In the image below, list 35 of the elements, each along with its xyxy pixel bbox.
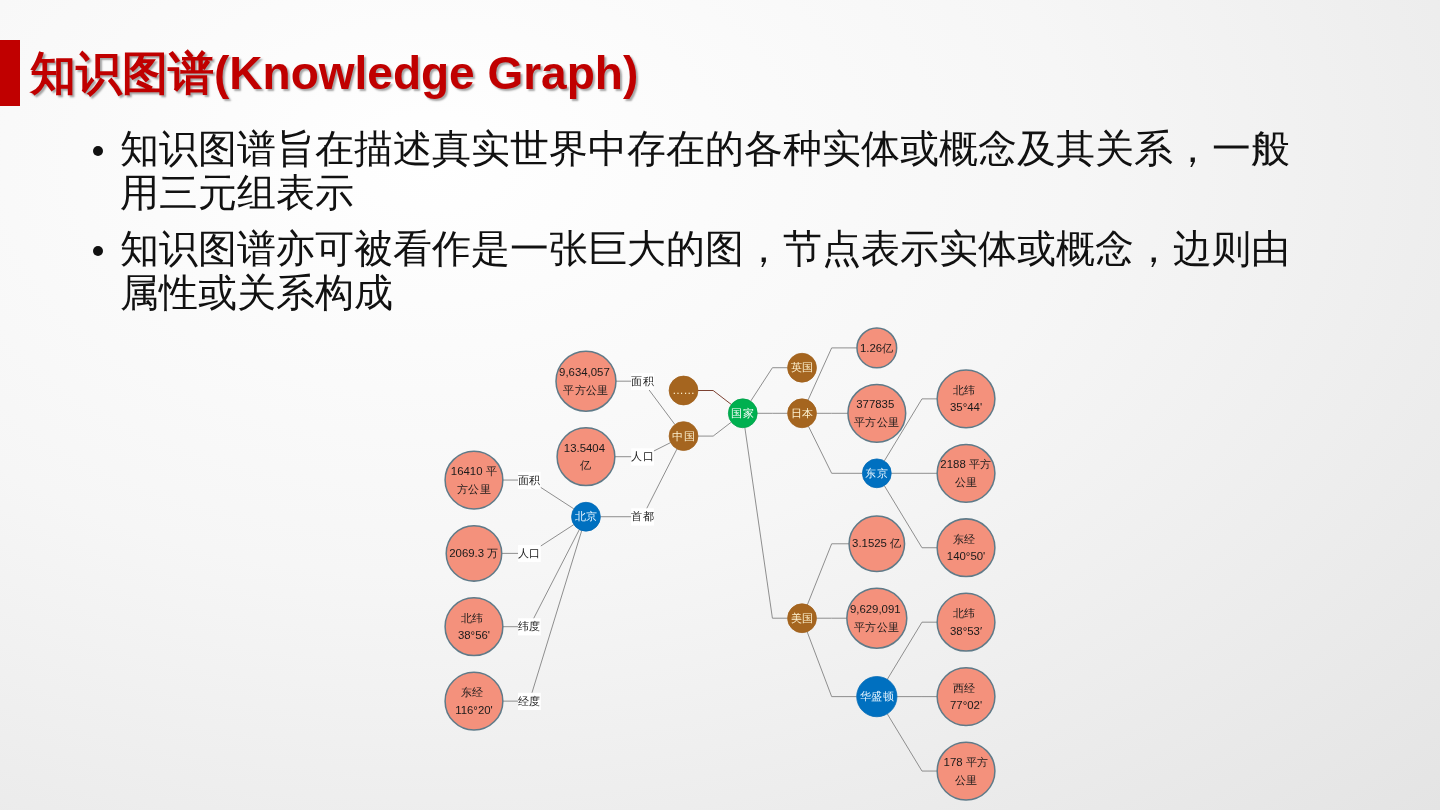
node-circle: 1.26亿 — [856, 327, 898, 369]
edge-label: 人口 — [631, 448, 654, 466]
node-circle: 北纬 38°53′ — [936, 592, 996, 652]
edge-label: 首都 — [631, 508, 654, 526]
edge-label: 面积 — [631, 372, 654, 390]
edge-label: 人口 — [518, 544, 541, 562]
node-circle: 2188 平方公里 — [936, 443, 996, 503]
node-circle: 东经 116°20' — [444, 671, 504, 731]
node-circle: 3.1525 亿 — [848, 515, 906, 573]
node-circle: 9,629,091 平方公里 — [846, 587, 908, 649]
node-circle: 北纬 38°56' — [444, 597, 504, 657]
node-circle: 西经 77°02' — [936, 667, 996, 727]
edge-label: 面积 — [518, 471, 541, 489]
node-circle: 北京 — [571, 501, 601, 532]
node-circle: 中国 — [668, 421, 699, 451]
bullet-text: 知识图谱亦可被看作是一张巨大的图，节点表示实体或概念，边则由属性或关系构成 — [120, 227, 1291, 315]
node-circle: 东经 140°50' — [936, 518, 996, 578]
node-circle: 178 平方公里 — [936, 741, 996, 801]
node-circle: 2069.3 万 — [445, 524, 503, 582]
node-circle: 东京 — [862, 458, 892, 489]
edge-label: 经度 — [518, 692, 541, 710]
node-circle: 美国 — [787, 603, 817, 634]
slide-title: 知识图谱(Knowledge Graph) — [30, 46, 639, 101]
bullet-text: 知识图谱旨在描述真实世界中存在的各种实体或概念及其关系，一般用三元组表示 — [120, 127, 1291, 215]
node-circle: 13.5404 亿 — [556, 427, 616, 487]
node-circle: 北纬 35°44' — [936, 369, 996, 429]
node-circle: 日本 — [787, 398, 817, 429]
node-circle: …… — [668, 375, 699, 406]
edge-label: 纬度 — [518, 618, 541, 636]
node-circle: 16410 平方公里 — [444, 450, 504, 510]
node-circle: 9,634,057 平方公里 — [555, 350, 617, 412]
node-circle: 国家 — [728, 398, 758, 429]
node-circle: 华盛顿 — [856, 676, 898, 718]
node-circle: 英国 — [787, 352, 817, 383]
node-circle: 377835 平方公里 — [847, 383, 907, 443]
